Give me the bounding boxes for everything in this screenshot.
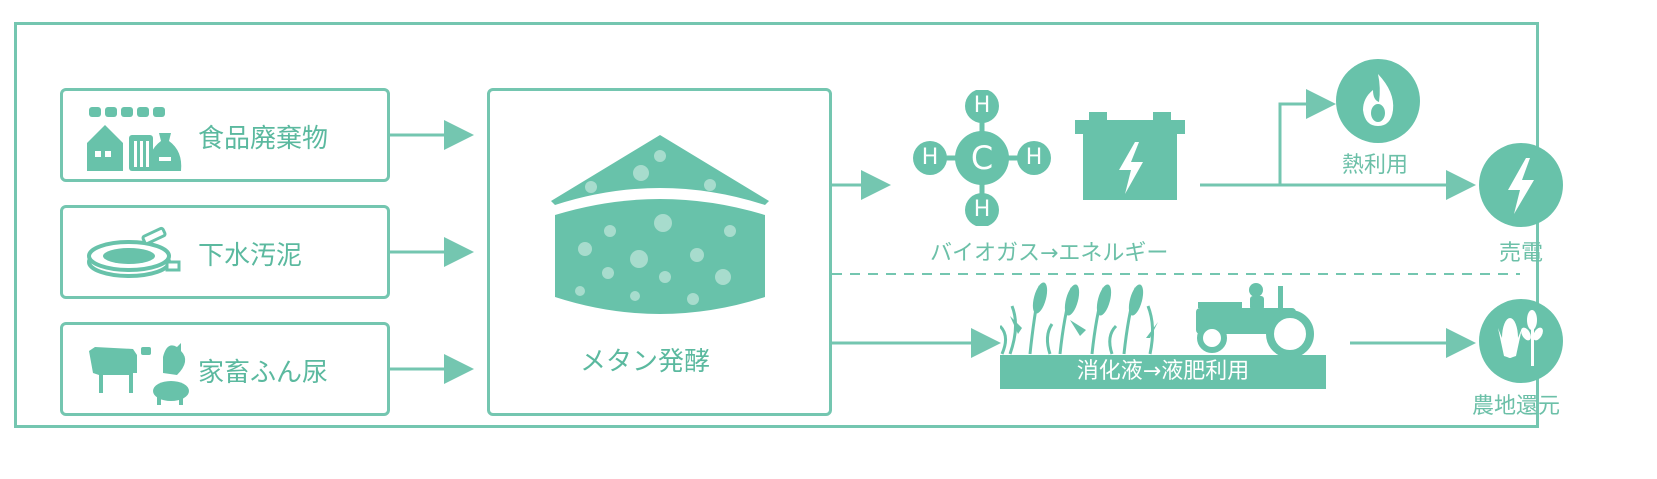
atom-h-top: H (973, 93, 991, 118)
atom-h-bottom: H (973, 197, 991, 222)
livestock-icon (89, 343, 189, 405)
label-digestate-fertilizer: 消化液→液肥利用 (1076, 359, 1250, 384)
food-waste-icon (87, 107, 182, 171)
label-livestock-manure: 家畜ふん尿 (198, 358, 329, 388)
label-sewage-sludge: 下水汚泥 (198, 241, 303, 271)
input-box-food-waste: 食品廃棄物 (60, 88, 390, 182)
methane-molecule: H H H H C (912, 90, 1052, 226)
label-heat-use: 熱利用 (1342, 153, 1409, 178)
crops-tractor-icon (1000, 282, 1314, 356)
atom-h-right: H (1025, 145, 1043, 170)
label-food-waste: 食品廃棄物 (198, 124, 329, 154)
label-fermentation: メタン発酵 (580, 347, 711, 377)
corn-wheat-icon (1479, 299, 1563, 383)
input-box-livestock-manure: 家畜ふん尿 (60, 322, 390, 416)
diagram-frame (14, 22, 1539, 428)
atom-h-left: H (921, 145, 939, 170)
flame-icon (1336, 59, 1420, 143)
line-energy-to-heat (1278, 89, 1336, 185)
digestate-band: 消化液→液肥利用 (1000, 355, 1326, 389)
atom-c-center: C (970, 139, 994, 177)
label-farmland-return: 農地還元 (1472, 394, 1561, 419)
battery-icon (1075, 112, 1185, 200)
label-power-sale: 売電 (1499, 241, 1544, 266)
sewage-tank-icon (87, 226, 181, 278)
label-biogas-energy: バイオガス→エネルギー (930, 241, 1169, 266)
fermentation-tank-icon (551, 135, 769, 314)
lightning-icon (1479, 143, 1563, 227)
input-box-sewage-sludge: 下水汚泥 (60, 205, 390, 299)
fermentation-box: メタン発酵 (487, 88, 832, 416)
